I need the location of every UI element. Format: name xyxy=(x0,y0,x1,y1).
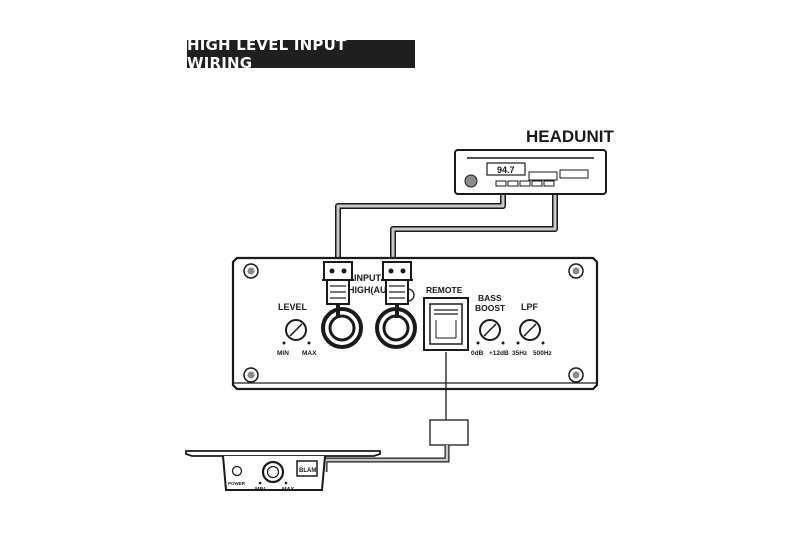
dot-icon xyxy=(501,341,505,345)
headunit-button xyxy=(519,180,531,187)
dot-icon xyxy=(541,341,545,345)
lpf-max-label: 500Hz xyxy=(533,350,553,357)
screw-icon xyxy=(568,367,584,383)
controller-mount-flange xyxy=(185,450,381,457)
cable-left xyxy=(336,195,505,262)
input-label: INPUT xyxy=(354,273,382,283)
bass-max-label: +12dB xyxy=(489,350,509,357)
headunit-button xyxy=(507,180,519,187)
remote-cable-outline xyxy=(322,445,450,472)
headunit: HEADUNIT 94.7 xyxy=(454,127,614,195)
level-max-label: MAX xyxy=(302,350,317,357)
brand-logo-box xyxy=(296,460,318,477)
headunit-button xyxy=(528,171,558,181)
lpf-knob-pointer xyxy=(523,323,537,337)
rca-socket-right-icon xyxy=(375,307,417,349)
rca-socket-left-icon xyxy=(321,307,363,349)
rj-port-icon xyxy=(423,297,469,351)
headunit-button xyxy=(559,169,589,179)
dot-icon xyxy=(284,481,288,485)
headunit-label: HEADUNIT xyxy=(526,127,614,146)
headunit-button xyxy=(543,180,555,187)
remote-level-controller: POWER MIN MAX BLAM xyxy=(185,450,381,493)
headunit-display xyxy=(486,162,526,176)
headunit-display-text: 94.7 xyxy=(497,165,515,175)
lpf-label: LPF xyxy=(521,302,539,312)
screw-icon xyxy=(243,367,259,383)
speaker-plug-left-icon xyxy=(322,261,354,318)
dot-icon xyxy=(282,341,286,345)
input-label-high: HIGH(AU xyxy=(348,285,387,295)
power-label: POWER xyxy=(228,481,246,486)
headunit-button xyxy=(531,180,543,187)
lpf-min-label: 35Hz xyxy=(512,350,528,357)
dot-icon xyxy=(476,341,480,345)
dot-icon xyxy=(258,481,262,485)
dot-icon xyxy=(307,341,311,345)
screw-icon xyxy=(568,263,584,279)
power-led-icon xyxy=(231,465,243,477)
remote-label: REMOTE xyxy=(426,285,463,295)
diagram-title: HIGH LEVEL INPUT WIRING xyxy=(187,36,415,72)
dot-icon xyxy=(516,341,520,345)
cable-connector-box xyxy=(429,419,469,446)
boost-label: BOOST xyxy=(475,303,506,313)
bass-knob-pointer xyxy=(483,323,497,337)
screw-icon xyxy=(243,263,259,279)
level-label: LEVEL xyxy=(278,302,308,312)
brand-logo: BLAM xyxy=(299,468,316,474)
speaker-cables xyxy=(335,195,558,262)
controller-min-label: MIN xyxy=(255,487,265,493)
cable-right xyxy=(391,195,557,262)
amplifier: INPUT HIGH(AU LEVEL MIN MAX xyxy=(231,256,599,391)
controller-max-label: MAX xyxy=(282,487,295,493)
speaker-plug-right-icon xyxy=(381,261,413,318)
bass-label: BASS xyxy=(478,293,502,303)
bass-min-label: 0dB xyxy=(471,350,484,357)
headunit-knob xyxy=(464,174,478,188)
headunit-button xyxy=(495,180,507,187)
controller-knob-center xyxy=(266,465,280,479)
level-knob-pointer xyxy=(289,323,303,337)
level-min-label: MIN xyxy=(277,350,289,357)
